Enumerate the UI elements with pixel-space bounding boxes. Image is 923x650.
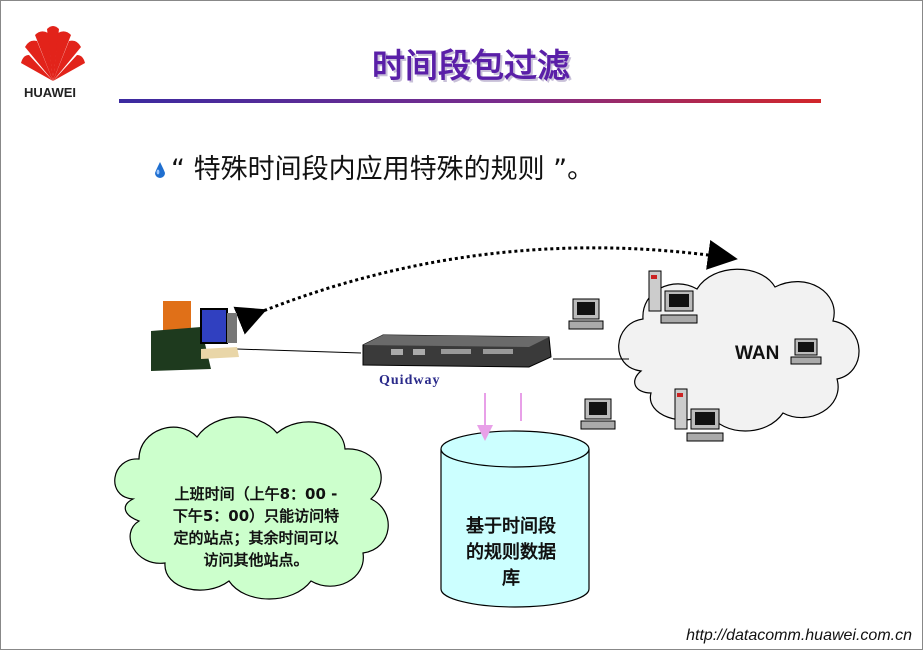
water-drop-bullet-icon [155, 162, 165, 178]
title-underline [119, 99, 821, 103]
slide-title: 时间段包过滤 [372, 46, 570, 85]
cloud-note-line: 访问其他站点。 [203, 551, 309, 569]
wan-label: WAN [735, 343, 780, 364]
server-tower-icon [648, 270, 698, 324]
desktop-computer-icon [568, 298, 604, 330]
bullet-text: “ 特殊时间段内应用特殊的规则 ”。 [171, 154, 595, 185]
cloud-note-line: 定的站点；其余时间可以 [173, 529, 339, 547]
user-router-link [236, 348, 362, 354]
cloud-note-line: 下午5：00）只能访问特 [172, 507, 340, 525]
footer-url: http://datacomm.huawei.com.cn [686, 627, 912, 644]
note-cloud [114, 416, 389, 600]
router-label: Quidway [379, 373, 441, 388]
router-icon [362, 334, 552, 368]
database-label-line: 库 [502, 568, 520, 589]
logo-text: HUAWEI [24, 85, 76, 100]
user-at-computer-icon [151, 301, 239, 371]
huawei-logo-icon [21, 26, 85, 81]
database-label-line: 基于时间段 [466, 516, 556, 537]
database-label-line: 的规则数据 [466, 542, 556, 563]
desktop-computer-icon [790, 338, 822, 365]
desktop-computer-icon [580, 398, 616, 430]
double-arrow-icon [233, 240, 738, 335]
cloud-note-line: 上班时间（上午8：00 - [174, 485, 338, 503]
server-tower-icon [674, 388, 724, 442]
cloud-note-text: 上班时间（上午8：00 - 下午5：00）只能访问特 定的站点；其余时间可以 访… [141, 483, 371, 571]
database-label: 基于时间段 的规则数据 库 [437, 514, 585, 592]
